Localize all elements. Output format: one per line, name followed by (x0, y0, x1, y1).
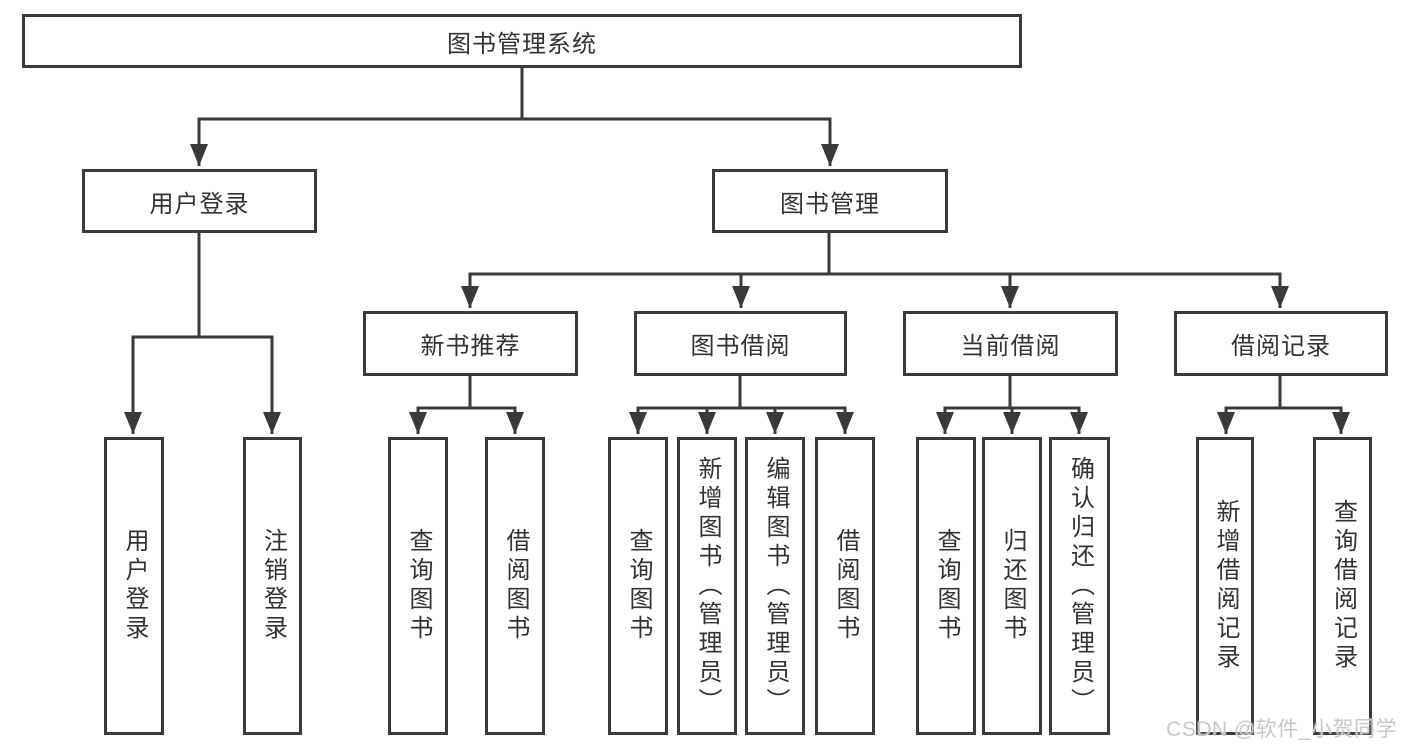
leaf-query-borrow-record: 查询借阅记录 (1313, 437, 1372, 735)
connector-arrows (124, 119, 1350, 434)
node-book-borrow: 图书借阅 (634, 311, 847, 376)
leaf-label: 编辑图书（管理员） (762, 455, 789, 717)
leaf-return-books: 归还图书 (982, 437, 1042, 735)
node-new-book-recommend: 新书推荐 (363, 311, 578, 376)
leaf-borrow-books-recommend: 借阅图书 (485, 437, 545, 735)
leaf-label: 借阅图书 (502, 528, 529, 644)
leaf-edit-books-admin: 编辑图书（管理员） (745, 437, 805, 735)
node-borrow-record: 借阅记录 (1174, 311, 1388, 376)
leaf-add-books-admin: 新增图书（管理员） (677, 437, 737, 735)
leaf-query-books-borrow: 查询图书 (608, 437, 668, 735)
node-book-management: 图书管理 (712, 169, 948, 233)
node-user-login: 用户登录 (82, 169, 317, 233)
leaf-confirm-return-admin: 确认归还（管理员） (1049, 437, 1110, 735)
leaf-label: 查询图书 (405, 528, 432, 644)
leaf-add-borrow-record: 新增借阅记录 (1196, 437, 1254, 735)
leaf-user-login: 用户登录 (104, 437, 164, 735)
leaf-label: 新增借阅记录 (1212, 499, 1239, 673)
leaf-label: 查询借阅记录 (1329, 499, 1357, 673)
node-library-system: 图书管理系统 (22, 14, 1022, 68)
leaf-query-books-recommend: 查询图书 (388, 437, 448, 735)
leaf-query-books-current: 查询图书 (916, 437, 976, 735)
leaf-borrow-books: 借阅图书 (815, 437, 875, 735)
connector-lines (131, 66, 1343, 410)
leaf-label: 用户登录 (121, 528, 148, 644)
csdn-watermark: CSDN @软件_小贺同学 (1166, 718, 1397, 741)
leaf-label: 归还图书 (999, 528, 1026, 644)
node-current-borrow: 当前借阅 (903, 311, 1118, 376)
leaf-label: 查询图书 (933, 528, 960, 644)
leaf-label: 查询图书 (625, 528, 652, 644)
leaf-label: 新增图书（管理员） (694, 455, 721, 717)
leaf-label: 确认归还（管理员） (1066, 455, 1094, 717)
leaf-logout: 注销登录 (243, 437, 302, 735)
leaf-label: 借阅图书 (832, 528, 859, 644)
leaf-label: 注销登录 (259, 528, 287, 644)
